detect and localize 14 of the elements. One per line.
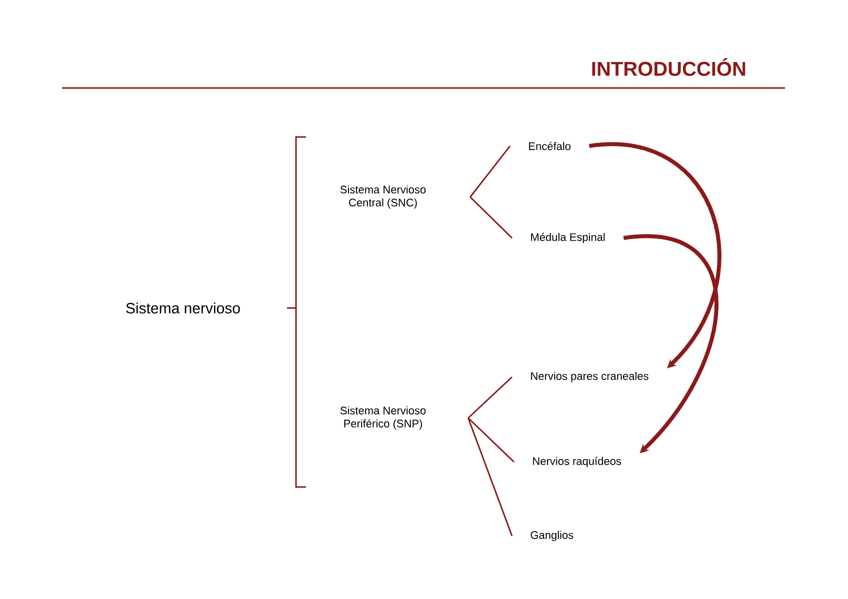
connector-line [470, 196, 513, 239]
item-label: Nervios raquídeos [533, 456, 622, 468]
root-label: Sistema nervioso [126, 302, 240, 314]
group-label: Sistema Nervioso Central (SNC) [340, 185, 426, 209]
group-label: Sistema Nervioso Periférico (SNP) [340, 406, 426, 430]
connector-line [468, 376, 513, 419]
item-label: Nervios pares craneales [531, 372, 648, 382]
item-label: Ganglios [530, 530, 574, 542]
item-label: Encéfalo [529, 142, 571, 150]
title: INTRODUCCIÓN [592, 58, 746, 76]
connector-line [468, 417, 515, 463]
connector-line [470, 146, 511, 198]
connector-line [468, 418, 513, 536]
item-label: Médula Espinal [531, 232, 605, 244]
